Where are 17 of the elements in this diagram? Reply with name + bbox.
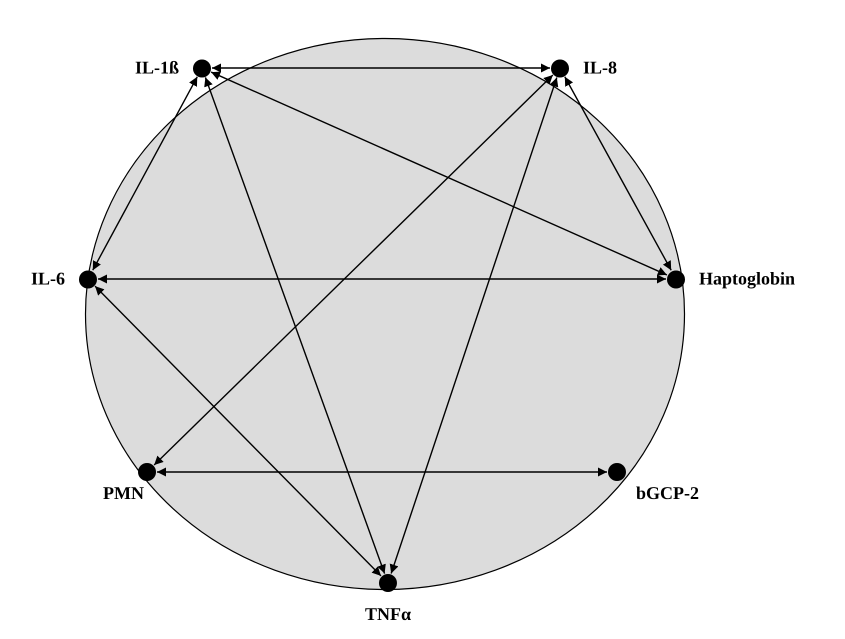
node-label: IL-8: [583, 58, 618, 78]
node-label: IL-6: [30, 268, 65, 290]
double-arrow: [210, 71, 668, 276]
node-label: IL-1ß: [134, 58, 179, 78]
node-label: Haptoglobin: [699, 268, 796, 290]
double-arrow: [94, 286, 382, 576]
node-label: bGCP-2: [636, 483, 699, 504]
double-arrow: [390, 77, 558, 574]
double-arrow: [92, 76, 198, 271]
double-arrow: [564, 76, 672, 271]
double-arrow: [154, 74, 554, 466]
double-arrow: [157, 468, 607, 476]
node-label: TNFα: [364, 604, 412, 625]
double-arrow: [204, 77, 386, 574]
double-arrow: [212, 64, 550, 72]
node-label: PMN: [103, 483, 144, 504]
double-arrow: [98, 274, 666, 284]
